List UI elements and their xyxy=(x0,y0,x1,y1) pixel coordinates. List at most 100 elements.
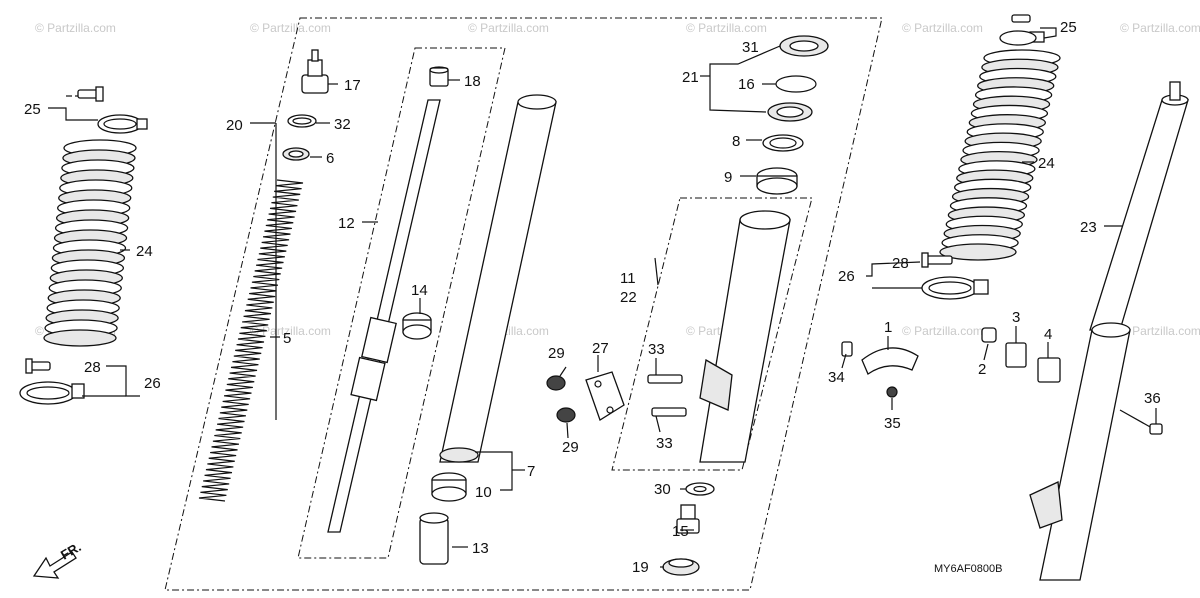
bushing-part-10[interactable] xyxy=(431,472,467,502)
stud-bolt-part-33-bottom[interactable] xyxy=(651,407,687,417)
washer-part-6[interactable] xyxy=(282,147,310,161)
callout-32[interactable]: 32 xyxy=(334,116,351,133)
callout-24-right[interactable]: 24 xyxy=(1038,155,1055,172)
nut-part-35[interactable] xyxy=(886,386,898,398)
leader-lines xyxy=(48,27,1157,568)
callout-7[interactable]: 7 xyxy=(527,463,535,480)
callout-26-left[interactable]: 26 xyxy=(144,375,161,392)
bushing-part-14[interactable] xyxy=(402,312,432,340)
callout-29-bottom[interactable]: 29 xyxy=(562,439,579,456)
callout-11[interactable]: 11 xyxy=(620,270,636,287)
watermark: © Partzilla.com xyxy=(468,21,549,35)
callout-28-left[interactable]: 28 xyxy=(84,359,101,376)
bolt-part-25-left[interactable] xyxy=(77,86,104,102)
nut-part-29-top[interactable] xyxy=(546,375,566,391)
callout-5[interactable]: 5 xyxy=(283,330,291,347)
fork-case-sub-assembly-outline xyxy=(611,197,813,471)
callout-labels: 25 24 28 26 20 5 17 32 6 12 18 14 7 10 1… xyxy=(24,19,1161,576)
left-boot-group xyxy=(19,86,148,405)
callout-18[interactable]: 18 xyxy=(464,73,481,90)
watermark: © Partzilla.com xyxy=(902,21,983,35)
diagram-code: MY6AF0800B xyxy=(934,563,1002,575)
callout-33-top[interactable]: 33 xyxy=(648,341,665,358)
callout-20[interactable]: 20 xyxy=(226,117,243,134)
back-up-ring-part-8[interactable] xyxy=(762,134,804,152)
callout-25-right[interactable]: 25 xyxy=(1060,19,1077,36)
clamp-part-26-left[interactable] xyxy=(19,381,85,405)
oil-lock-piece-part-13[interactable] xyxy=(419,512,449,565)
fork-assembly-part-23[interactable] xyxy=(1029,81,1189,581)
callout-8[interactable]: 8 xyxy=(732,133,740,150)
collar-part-2[interactable] xyxy=(981,327,997,343)
bolt-part-28-left[interactable] xyxy=(25,358,51,374)
clamp-part-left-top[interactable] xyxy=(97,114,148,134)
callout-22[interactable]: 22 xyxy=(620,289,637,306)
callout-25-left[interactable]: 25 xyxy=(24,101,41,118)
callout-3[interactable]: 3 xyxy=(1012,309,1020,326)
brake-hose-clamp-part-1[interactable] xyxy=(861,347,919,375)
watermark: © Partzilla.com xyxy=(1120,21,1200,35)
fork-bolt-part-17[interactable] xyxy=(301,49,329,94)
watermark: © Partzilla.com xyxy=(1120,324,1200,338)
watermark: © Partzilla.com xyxy=(250,21,331,35)
clamp-part-26-right[interactable] xyxy=(921,276,989,300)
callout-28-right[interactable]: 28 xyxy=(892,255,909,272)
guard-plate-part-4[interactable] xyxy=(1037,357,1061,383)
callout-35[interactable]: 35 xyxy=(884,415,901,432)
callout-9[interactable]: 9 xyxy=(724,169,732,186)
nut-part-29-bottom[interactable] xyxy=(556,407,576,423)
callout-14[interactable]: 14 xyxy=(411,282,428,299)
guard-plate-part-3[interactable] xyxy=(1005,342,1027,368)
bolt-part-25-right[interactable] xyxy=(1011,14,1045,43)
callout-34[interactable]: 34 xyxy=(828,369,845,386)
cap-part-19[interactable] xyxy=(662,558,700,576)
bolt-part-34[interactable] xyxy=(841,341,853,357)
fork-pipe-part-7[interactable] xyxy=(439,94,557,463)
callout-16[interactable]: 16 xyxy=(738,76,755,93)
stopper-ring-part-16[interactable] xyxy=(775,75,817,93)
guide-bushing-part-9[interactable] xyxy=(756,167,798,195)
front-direction-arrow: FR. xyxy=(32,539,84,579)
callout-27[interactable]: 27 xyxy=(592,340,609,357)
callout-36[interactable]: 36 xyxy=(1144,390,1161,407)
callout-1[interactable]: 1 xyxy=(884,319,892,336)
watermark: © Partzilla.com xyxy=(35,21,116,35)
damper-rod-part-12[interactable] xyxy=(327,99,441,533)
callout-29-top[interactable]: 29 xyxy=(548,345,565,362)
callout-19[interactable]: 19 xyxy=(632,559,649,576)
dust-seal-part-31[interactable] xyxy=(779,35,829,57)
bolt-part-28-right[interactable] xyxy=(921,252,953,268)
callout-4[interactable]: 4 xyxy=(1044,326,1052,343)
fork-pipe-sub-assembly-outline xyxy=(297,47,506,559)
washer-part-30[interactable] xyxy=(685,482,715,496)
callout-31[interactable]: 31 xyxy=(742,39,759,56)
callout-15[interactable]: 15 xyxy=(672,523,689,540)
watermark: © Partzilla.com xyxy=(902,324,983,338)
callout-17[interactable]: 17 xyxy=(344,77,361,94)
fork-nut-part-18[interactable] xyxy=(429,66,449,87)
callout-10[interactable]: 10 xyxy=(475,484,492,501)
watermark: © Partzilla.com xyxy=(686,21,767,35)
callout-12[interactable]: 12 xyxy=(338,215,355,232)
fork-boot-part-24-left[interactable] xyxy=(43,139,137,347)
fork-case-part-11[interactable] xyxy=(699,210,791,463)
callout-6[interactable]: 6 xyxy=(326,150,334,167)
clamp-part-right-top[interactable] xyxy=(999,30,1037,46)
callout-26-right[interactable]: 26 xyxy=(838,268,855,285)
callout-24-left[interactable]: 24 xyxy=(136,243,153,260)
callout-23[interactable]: 23 xyxy=(1080,219,1097,236)
stud-bolt-part-33-top[interactable] xyxy=(647,374,683,384)
fork-boot-part-24-right[interactable] xyxy=(939,49,1061,261)
axle-holder-part-27[interactable] xyxy=(585,371,625,421)
callout-33-bottom[interactable]: 33 xyxy=(656,435,673,452)
callout-21[interactable]: 21 xyxy=(682,69,699,86)
oil-seal-part-21[interactable] xyxy=(767,102,813,122)
o-ring-part-32[interactable] xyxy=(287,114,317,128)
callout-13[interactable]: 13 xyxy=(472,540,489,557)
callout-30[interactable]: 30 xyxy=(654,481,671,498)
fork-spring-part-5[interactable] xyxy=(198,179,304,502)
watermark: © Partzilla.com xyxy=(250,324,331,338)
callout-2[interactable]: 2 xyxy=(978,361,986,378)
right-boot-group xyxy=(921,14,1061,300)
